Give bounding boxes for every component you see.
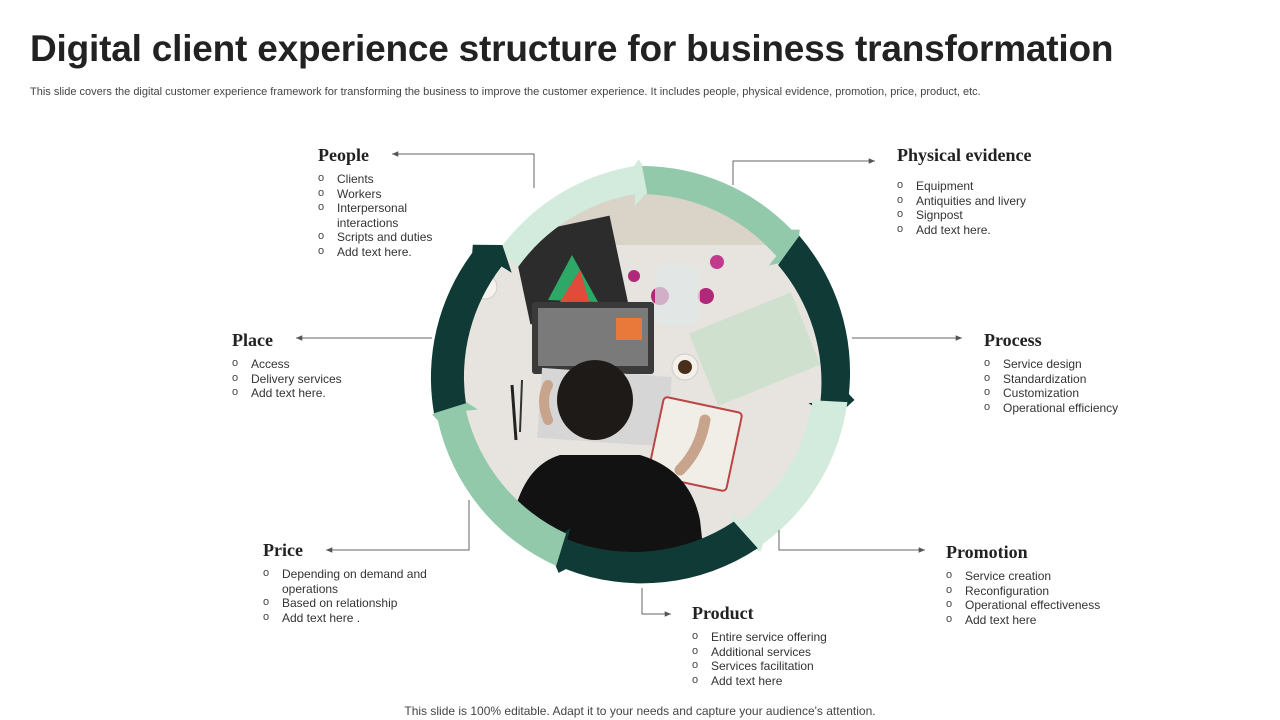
connector-price bbox=[326, 500, 470, 553]
process-heading: Process bbox=[984, 330, 1042, 350]
list-item: Add text here. bbox=[232, 385, 382, 401]
page-subtitle: This slide covers the digital customer e… bbox=[30, 86, 981, 98]
list-item: Equipment bbox=[897, 178, 1117, 194]
ring-arrow-segment bbox=[432, 393, 567, 566]
product-heading: Product bbox=[692, 603, 754, 623]
physical-evidence-block: Physical evidence Equipment Antiquities … bbox=[897, 145, 1117, 237]
ring-arrow-segment bbox=[547, 521, 758, 584]
connector-product bbox=[641, 588, 671, 617]
promotion-block: Promotion Service creation Reconfigurati… bbox=[946, 542, 1166, 627]
people-block: People Clients Workers Interpersonal int… bbox=[318, 145, 468, 259]
list-item: Add text here . bbox=[263, 610, 438, 626]
list-item: Clients bbox=[318, 171, 468, 187]
price-heading: Price bbox=[263, 540, 303, 560]
ring-arrow-segment bbox=[498, 159, 655, 268]
cycle-ring bbox=[430, 159, 855, 584]
connector-people bbox=[392, 151, 535, 188]
list-item: Operational efficiency bbox=[984, 400, 1184, 416]
list-item: Access bbox=[232, 356, 382, 372]
list-item: Add text here. bbox=[318, 244, 468, 260]
connector-promotion bbox=[778, 530, 925, 553]
list-item: Service creation bbox=[946, 568, 1166, 584]
price-block: Price Depending on demand and operations… bbox=[263, 540, 438, 625]
list-item: Additional services bbox=[692, 644, 892, 660]
product-list: Entire service offering Additional servi… bbox=[692, 629, 892, 689]
promotion-list: Service creation Reconfiguration Operati… bbox=[946, 568, 1166, 628]
ring-arrow-segment bbox=[778, 235, 855, 420]
list-item: Service design bbox=[984, 356, 1184, 372]
physical-evidence-list: Equipment Antiquities and livery Signpos… bbox=[897, 178, 1117, 238]
ring-arrow-segment bbox=[642, 166, 800, 266]
process-block: Process Service design Standardization C… bbox=[984, 330, 1184, 415]
list-item: Signpost bbox=[897, 207, 1117, 223]
product-block: Product Entire service offering Addition… bbox=[692, 603, 892, 688]
list-item: Entire service offering bbox=[692, 629, 892, 645]
list-item: Customization bbox=[984, 385, 1184, 401]
list-item: Operational effectiveness bbox=[946, 597, 1166, 613]
list-item: Based on relationship bbox=[263, 595, 438, 611]
price-list: Depending on demand and operations Based… bbox=[263, 566, 438, 626]
list-item: Scripts and duties bbox=[318, 229, 468, 245]
workspace-photo bbox=[456, 190, 826, 560]
connector-physical bbox=[732, 158, 875, 185]
list-item: Add text here. bbox=[897, 222, 1117, 238]
footer-note: This slide is 100% editable. Adapt it to… bbox=[404, 704, 876, 718]
people-list: Clients Workers Interpersonal interactio… bbox=[318, 171, 468, 260]
connector-lines bbox=[296, 151, 962, 617]
list-item: Add text here bbox=[692, 673, 892, 689]
place-block: Place Access Delivery services Add text … bbox=[232, 330, 382, 401]
list-item: Add text here bbox=[946, 612, 1166, 628]
place-heading: Place bbox=[232, 330, 273, 350]
ring-arrow-segment bbox=[430, 244, 512, 414]
list-item: Standardization bbox=[984, 371, 1184, 387]
list-item: Depending on demand and operations bbox=[263, 566, 438, 596]
page-title: Digital client experience structure for … bbox=[30, 28, 1114, 69]
list-item: Interpersonal interactions bbox=[318, 200, 468, 230]
list-item: Workers bbox=[318, 186, 468, 202]
ring-arrow-segment bbox=[731, 400, 848, 552]
list-item: Reconfiguration bbox=[946, 583, 1166, 599]
list-item: Antiquities and livery bbox=[897, 193, 1117, 209]
place-list: Access Delivery services Add text here. bbox=[232, 356, 382, 401]
list-item: Services facilitation bbox=[692, 658, 892, 674]
people-heading: People bbox=[318, 145, 369, 165]
physical-evidence-heading: Physical evidence bbox=[897, 145, 1032, 165]
process-list: Service design Standardization Customiza… bbox=[984, 356, 1184, 416]
list-item: Delivery services bbox=[232, 371, 382, 387]
promotion-heading: Promotion bbox=[946, 542, 1028, 562]
